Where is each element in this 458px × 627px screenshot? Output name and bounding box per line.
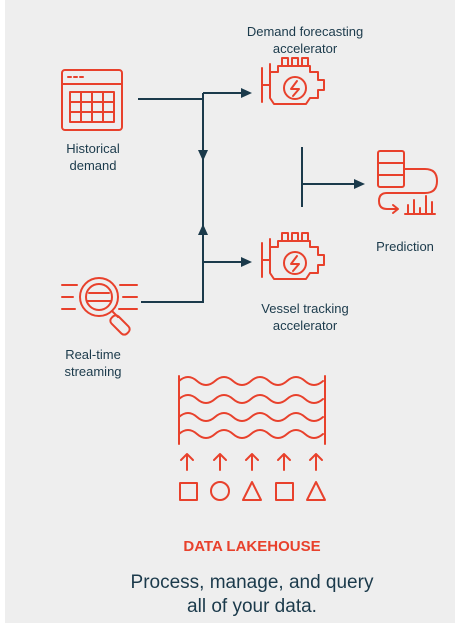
diagram-canvas: Historical demand Real-time streaming De… [5, 0, 455, 623]
calendar-grid-icon [61, 69, 123, 131]
connector-realtime-to-vessel [141, 261, 243, 303]
vessel-accelerator-label: Vessel tracking accelerator [261, 301, 349, 333]
arrowhead-vessel [241, 257, 252, 267]
data-lakehouse-icon [178, 375, 326, 501]
prediction-label: Prediction [376, 239, 434, 254]
data-lakehouse-tagline: Process, manage, and query all of your d… [130, 572, 374, 617]
arrowhead-demand [241, 88, 252, 98]
arrowhead-down [198, 150, 208, 161]
realtime-streaming-label: Real-time streaming [64, 347, 122, 379]
flow-connectors [138, 88, 365, 303]
data-search-icon [61, 277, 138, 336]
prediction-chart-icon [377, 150, 438, 215]
arrowhead-up [198, 224, 208, 235]
connector-historical-to-demand [138, 92, 243, 100]
demand-accelerator-label: Demand forecasting accelerator [246, 24, 364, 56]
engine-icon [261, 57, 325, 105]
historical-demand-label: Historical demand [66, 141, 120, 173]
data-lakehouse-title: DATA LAKEHOUSE [183, 538, 321, 555]
arrowhead-prediction [354, 179, 365, 189]
engine-icon [261, 232, 325, 280]
